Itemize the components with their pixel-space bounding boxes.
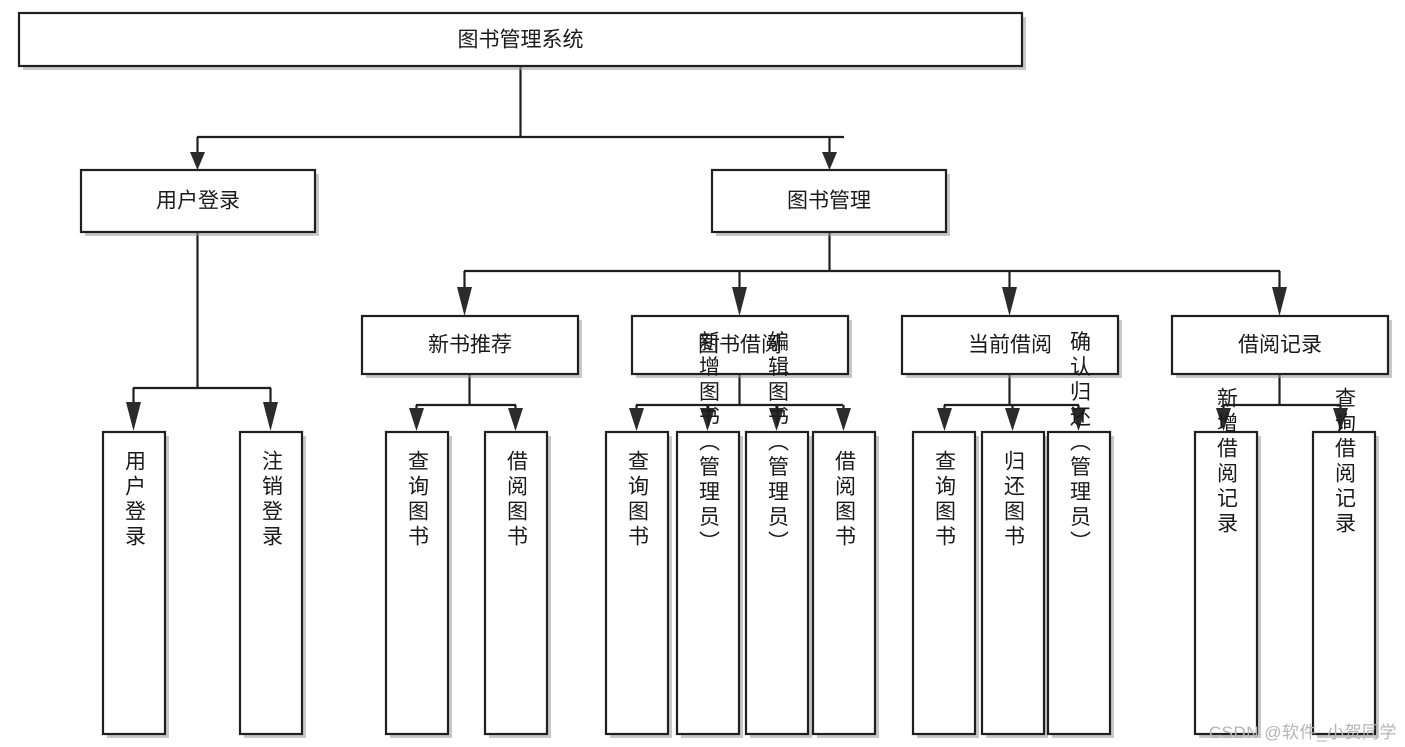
arrowhead-newbook <box>457 287 472 316</box>
leaf-user-login-2-box[interactable] <box>238 430 304 736</box>
leaf-user-login-2-label: 注销登录 <box>260 450 284 550</box>
leaf-book-borrow-1[interactable]: 查询图书 <box>604 430 672 738</box>
leaf-borrow-record-2-box[interactable] <box>1311 430 1377 736</box>
arrowhead-currentborrow-leaf2 <box>1005 408 1020 431</box>
node-book-management[interactable]: 图书管理 <box>710 168 950 236</box>
leaf-current-borrow-3-label: 确认归还（管理员） <box>1068 331 1092 556</box>
node-root-label: 图书管理系统 <box>458 29 584 52</box>
leaf-book-borrow-3-box[interactable] <box>744 430 810 736</box>
node-book-borrow-label: 图书借阅 <box>698 334 782 357</box>
node-borrow-record-label: 借阅记录 <box>1238 334 1322 357</box>
leaf-borrow-record-1[interactable]: 新增借阅记录 <box>1193 387 1261 738</box>
node-current-borrow[interactable]: 当前借阅 <box>900 314 1122 378</box>
leaf-book-borrow-4-label: 借阅图书 <box>833 450 857 550</box>
leaf-current-borrow-1-box[interactable] <box>911 430 977 736</box>
leaf-new-book-1-box[interactable] <box>384 430 450 736</box>
leaf-borrow-record-2[interactable]: 查询借阅记录 <box>1311 387 1379 738</box>
leaf-borrow-record-1-box[interactable] <box>1193 430 1259 736</box>
leaf-book-borrow-2-label: 新增图书（管理员） <box>697 331 721 556</box>
arrowhead-newbook-leaf2 <box>508 408 523 431</box>
node-new-book-recommend-label: 新书推荐 <box>428 334 512 357</box>
node-root[interactable]: 图书管理系统 <box>17 11 1026 70</box>
leaf-new-book-2[interactable]: 借阅图书 <box>483 430 551 738</box>
leaf-current-borrow-3-box[interactable] <box>1046 430 1112 736</box>
arrowhead-newbook-leaf1 <box>409 408 424 431</box>
arrowhead-borrowrecord-leaf2 <box>1333 408 1348 431</box>
leaf-current-borrow-3[interactable]: 确认归还（管理员） <box>1046 331 1114 739</box>
node-user-login[interactable]: 用户登录 <box>79 168 319 236</box>
arrowhead-bookborrow-leaf2 <box>700 408 715 431</box>
arrowhead-borrowrecord <box>1272 287 1287 316</box>
leaf-book-borrow-1-box[interactable] <box>604 430 670 736</box>
arrowhead-currentborrow-leaf3 <box>1071 408 1086 431</box>
leaf-new-book-2-box[interactable] <box>483 430 549 736</box>
node-user-login-box[interactable] <box>79 168 317 234</box>
arrowhead-borrowrecord-leaf1 <box>1216 408 1231 431</box>
leaf-user-login-1-label: 用户登录 <box>123 450 147 550</box>
node-borrow-record[interactable]: 借阅记录 <box>1170 314 1392 378</box>
node-borrow-record-box[interactable] <box>1170 314 1390 376</box>
node-book-management-label: 图书管理 <box>787 190 871 213</box>
node-new-book-recommend-box[interactable] <box>360 314 580 376</box>
leaf-user-login-2[interactable]: 注销登录 <box>238 430 306 738</box>
leaf-book-borrow-2-box[interactable] <box>675 430 741 736</box>
arrowhead-bookmgmt <box>822 152 837 170</box>
leaf-current-borrow-1-label: 查询图书 <box>933 450 957 550</box>
arrowhead-leaf-user-login <box>126 402 141 431</box>
connector-layer <box>126 66 1348 431</box>
arrowhead-leaf-logout <box>263 402 278 431</box>
leaf-book-borrow-4-box[interactable] <box>811 430 877 736</box>
arrowhead-bookborrow-leaf1 <box>629 408 644 431</box>
csdn-watermark: CSDN @软件_小贺同学 <box>1208 723 1397 742</box>
node-new-book-recommend[interactable]: 新书推荐 <box>360 314 582 378</box>
node-book-management-box[interactable] <box>710 168 948 234</box>
arrowhead-bookborrow <box>732 287 747 316</box>
leaf-new-book-1[interactable]: 查询图书 <box>384 430 452 738</box>
arrowhead-currentborrow <box>1002 287 1017 316</box>
arrowhead-bookborrow-leaf4 <box>836 408 851 431</box>
leaf-current-borrow-2[interactable]: 归还图书 <box>980 430 1048 738</box>
leaf-book-borrow-4[interactable]: 借阅图书 <box>811 430 879 738</box>
leaf-current-borrow-2-label: 归还图书 <box>1002 450 1026 550</box>
node-book-borrow[interactable]: 图书借阅 <box>630 314 852 378</box>
leaf-current-borrow-1[interactable]: 查询图书 <box>911 430 979 738</box>
leaf-current-borrow-2-box[interactable] <box>980 430 1046 736</box>
node-book-borrow-box[interactable] <box>630 314 850 376</box>
arrowhead-bookborrow-leaf3 <box>769 408 784 431</box>
node-current-borrow-label: 当前借阅 <box>968 334 1052 357</box>
leaf-book-borrow-2[interactable]: 新增图书（管理员） <box>675 331 743 739</box>
node-current-borrow-box[interactable] <box>900 314 1120 376</box>
leaf-borrow-record-1-label: 新增借阅记录 <box>1215 387 1239 537</box>
arrowhead-currentborrow-leaf1 <box>937 408 952 431</box>
leaf-user-login-1-box[interactable] <box>101 430 167 736</box>
node-user-login-label: 用户登录 <box>156 190 240 213</box>
leaf-book-borrow-1-label: 查询图书 <box>626 450 650 550</box>
leaf-user-login-1[interactable]: 用户登录 <box>101 430 169 738</box>
leaf-book-borrow-3-label: 编辑图书（管理员） <box>766 331 790 556</box>
node-root-box[interactable] <box>17 11 1024 68</box>
leaf-new-book-2-label: 借阅图书 <box>505 450 529 550</box>
arrowhead-userlogin <box>190 152 205 170</box>
leaf-book-borrow-3[interactable]: 编辑图书（管理员） <box>744 331 812 739</box>
leaf-new-book-1-label: 查询图书 <box>406 450 430 550</box>
leaf-borrow-record-2-label: 查询借阅记录 <box>1333 387 1357 537</box>
